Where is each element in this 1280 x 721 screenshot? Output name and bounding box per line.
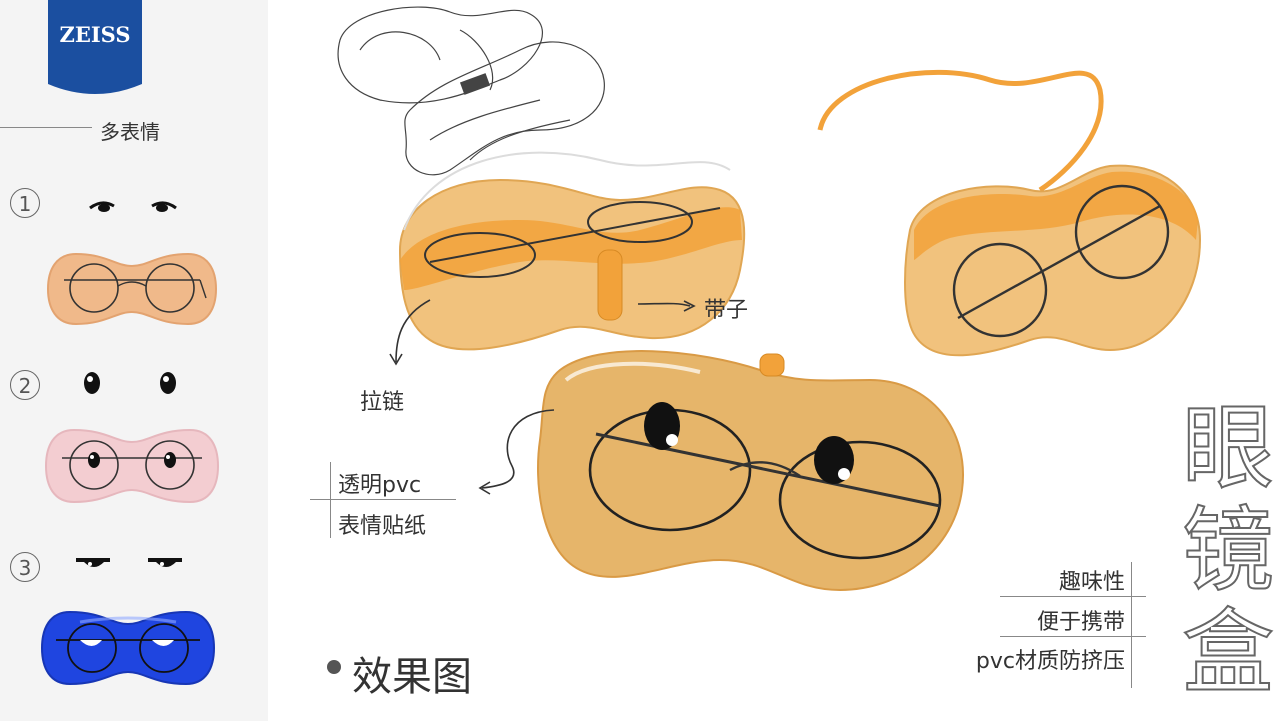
case-variant-orange — [46, 252, 218, 326]
sleepy-eyes-icon — [89, 201, 177, 212]
logo-text: ZEISS — [59, 22, 131, 47]
case-variant-blue — [40, 610, 216, 686]
case-render-open-front — [398, 151, 746, 351]
product-title-char: 眼 — [1181, 395, 1275, 502]
variant-number-1: 1 — [10, 188, 40, 218]
transparent-pvc-label: 透明pvc — [338, 473, 422, 498]
case-render-open-right — [817, 69, 1202, 357]
sketch-drawing — [337, 6, 605, 176]
product-title-char: 盒 — [1181, 599, 1275, 706]
sticker-label: 表情贴纸 — [338, 514, 427, 539]
squint-eyes-icon — [76, 558, 182, 567]
case-render-closed-face — [537, 350, 964, 592]
zeiss-logo: ZEISS — [48, 0, 142, 96]
annotation-arrows — [389, 299, 696, 495]
case-variant-pink — [44, 428, 220, 504]
round-eyes-icon — [84, 372, 176, 394]
feature-item: 便于携带 — [1036, 610, 1125, 635]
callout-horizontal-line — [310, 499, 456, 500]
feature-item: pvc材质防挤压 — [975, 649, 1125, 674]
callout-vertical-line — [330, 462, 331, 538]
section-divider — [0, 127, 92, 128]
render-title: 效果图 — [352, 654, 472, 700]
product-title: 眼 镜 盒 — [1180, 395, 1276, 706]
product-title-char: 镜 — [1181, 497, 1275, 604]
feature-divider-1 — [1000, 596, 1146, 597]
feature-divider-2 — [1000, 636, 1146, 637]
feature-item: 趣味性 — [1058, 570, 1125, 595]
sidebar-panel — [0, 0, 268, 721]
variant-number-2: 2 — [10, 370, 40, 400]
strap-label: 带子 — [704, 298, 749, 323]
bullet-dot — [327, 660, 341, 674]
variant-number-3: 3 — [10, 552, 40, 582]
feature-vertical-line — [1131, 562, 1132, 688]
zipper-label: 拉链 — [360, 390, 405, 415]
product-render-area — [337, 6, 1202, 592]
section-title: 多表情 — [100, 120, 160, 144]
